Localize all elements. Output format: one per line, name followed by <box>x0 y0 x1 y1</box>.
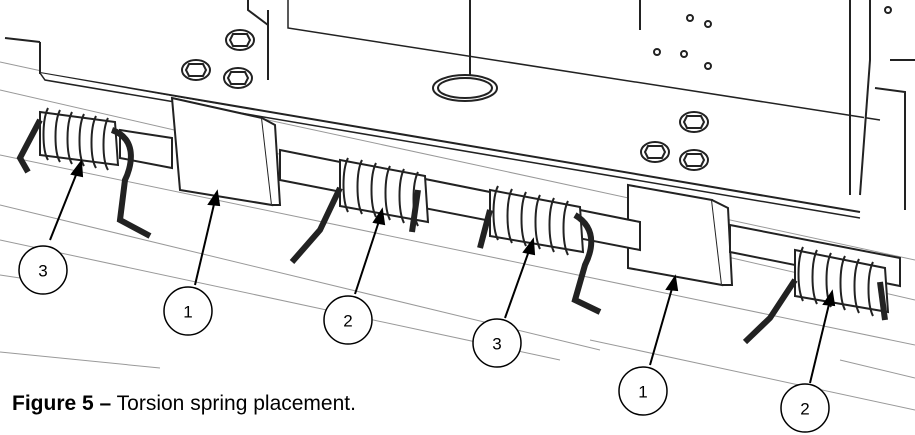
callouts: 3 1 2 3 1 2 <box>18 245 830 433</box>
callout-3-left: 3 <box>18 245 68 295</box>
spring-left-3 <box>16 107 152 239</box>
callout-1-right: 1 <box>618 366 668 416</box>
figure-caption: Figure 5 – Torsion spring placement. <box>12 392 356 416</box>
svg-text:3: 3 <box>38 262 47 281</box>
svg-text:1: 1 <box>183 303 192 322</box>
torsion-springs <box>16 107 890 345</box>
figure-caption-text: Torsion spring placement. <box>111 392 356 415</box>
figure-label: Figure 5 – <box>12 392 112 415</box>
hinge-blocks <box>170 96 734 287</box>
callout-3-right: 3 <box>472 318 522 368</box>
svg-text:1: 1 <box>638 383 647 402</box>
svg-text:2: 2 <box>343 312 352 331</box>
callout-2-left: 2 <box>323 295 373 345</box>
svg-text:2: 2 <box>800 400 809 419</box>
frame-rails <box>0 61 915 411</box>
bolts <box>181 29 709 171</box>
spring-right-2 <box>742 246 890 345</box>
callout-1-left: 1 <box>163 286 213 336</box>
spring-right-3 <box>477 185 602 315</box>
callout-2-right: 2 <box>780 383 830 433</box>
spring-left-2 <box>289 157 430 264</box>
leader-arrows <box>49 159 836 384</box>
svg-text:3: 3 <box>492 335 501 354</box>
